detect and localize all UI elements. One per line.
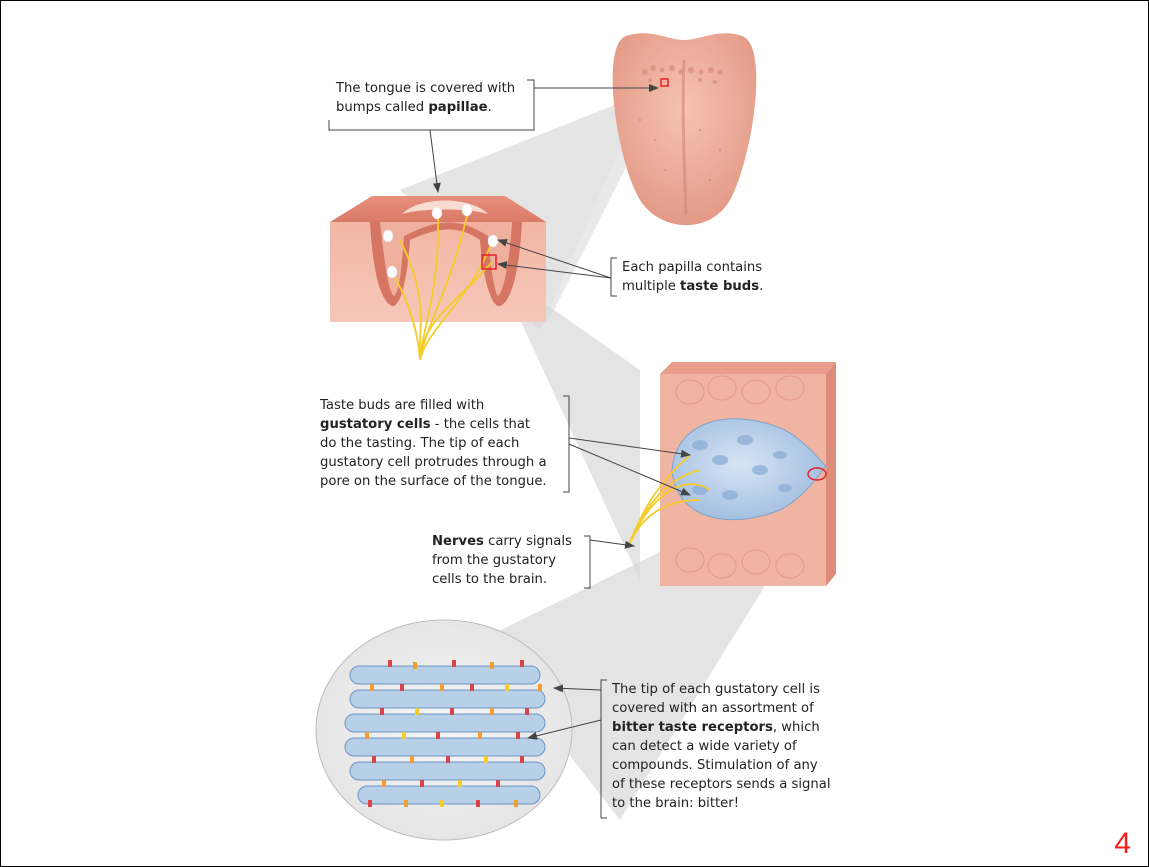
taste-buds-term: taste buds xyxy=(680,279,759,294)
page-number: 4 xyxy=(1114,827,1131,861)
papillae-caption-line1: The tongue is covered with xyxy=(336,79,515,98)
papillae-term: papillae xyxy=(428,100,487,115)
receptor-magnified-circle xyxy=(316,620,572,840)
taste-buds-caption-line2: multiple taste buds. xyxy=(622,277,763,296)
gustatory-term: gustatory cells xyxy=(320,417,431,432)
receptors-caption: The tip of each gustatory cell is covere… xyxy=(612,680,830,813)
papillae-caption-line2: bumps called papillae. xyxy=(336,98,515,117)
taste-buds-caption-line1: Each papilla contains xyxy=(622,258,763,277)
papillae-caption: The tongue is covered with bumps called … xyxy=(336,79,515,117)
papilla-block-illustration xyxy=(330,196,546,360)
nerves-term: Nerves xyxy=(432,534,484,549)
tongue-illustration xyxy=(613,33,757,225)
taste-bud-block-illustration xyxy=(628,362,836,586)
nerves-caption: Nerves carry signals from the gustatory … xyxy=(432,532,572,589)
taste-buds-caption: Each papilla contains multiple taste bud… xyxy=(622,258,763,296)
gustatory-caption: Taste buds are filled with gustatory cel… xyxy=(320,396,547,491)
bitter-receptors-term: bitter taste receptors xyxy=(612,720,773,735)
